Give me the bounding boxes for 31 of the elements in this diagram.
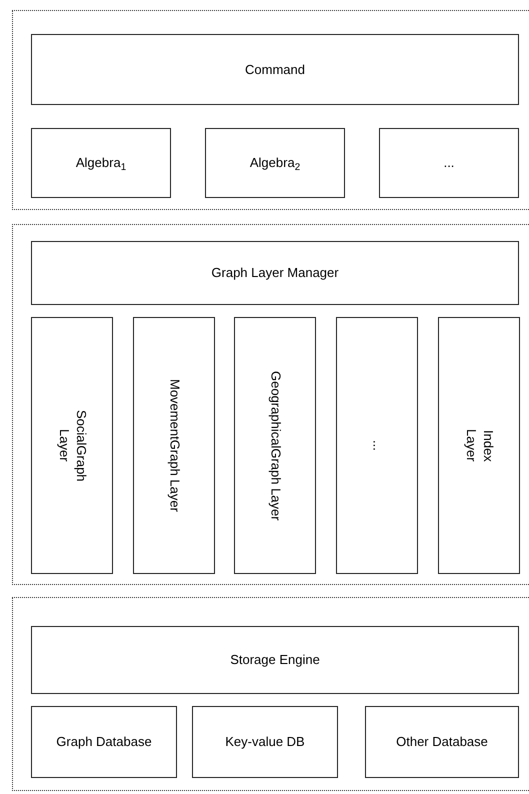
box-label: GeographicalGraph Layer xyxy=(267,370,284,520)
component-box xyxy=(365,706,519,778)
component-box xyxy=(31,128,171,198)
box-label: MovementGraph Layer xyxy=(166,379,182,512)
box-label: Graph Layer Manager xyxy=(211,264,339,282)
component-box xyxy=(336,317,418,574)
component-box xyxy=(379,128,519,198)
layer-group-frame xyxy=(12,597,529,791)
box-label: Command xyxy=(245,60,305,79)
layer-group-frame xyxy=(12,10,529,210)
component-box xyxy=(31,706,177,778)
component-box xyxy=(31,34,519,105)
box-label: ... xyxy=(444,154,454,172)
component-box xyxy=(31,241,519,305)
box-label: Algebra$_{2}$ xyxy=(250,154,300,173)
component-box xyxy=(31,626,519,694)
component-box xyxy=(438,317,520,574)
box-label: Index Layer xyxy=(463,428,496,464)
component-box xyxy=(133,317,215,574)
box-label: SocialGraph Layer xyxy=(56,408,89,484)
box-label: Algebra$_{1}$ xyxy=(76,154,126,173)
box-label: Key-value DB xyxy=(225,733,305,752)
component-box xyxy=(234,317,316,574)
box-label: Graph Database xyxy=(56,733,152,752)
box-label: ... xyxy=(369,440,386,451)
box-label: Other Database xyxy=(396,733,488,752)
box-label: Storage Engine xyxy=(230,651,320,670)
component-box xyxy=(192,706,338,778)
layer-group-frame xyxy=(12,224,529,585)
component-box xyxy=(31,317,113,574)
component-box xyxy=(205,128,345,198)
